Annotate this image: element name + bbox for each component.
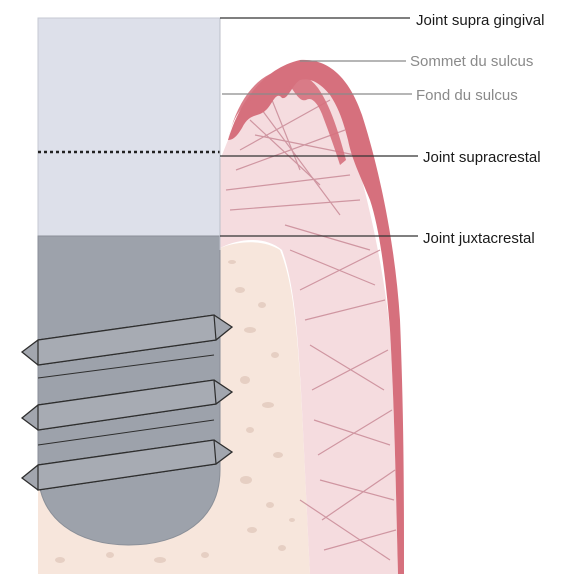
label-joint-juxtacrestal: Joint juxtacrestal: [423, 231, 535, 246]
label-fond-du-sulcus: Fond du sulcus: [416, 88, 518, 103]
implant-thread-ridges: [38, 315, 216, 490]
label-sommet-du-sulcus: Sommet du sulcus: [410, 54, 533, 69]
abutment: [38, 18, 220, 236]
label-joint-supracrestal: Joint supracrestal: [423, 150, 541, 165]
label-joint-supra-gingival: Joint supra gingival: [416, 13, 544, 28]
